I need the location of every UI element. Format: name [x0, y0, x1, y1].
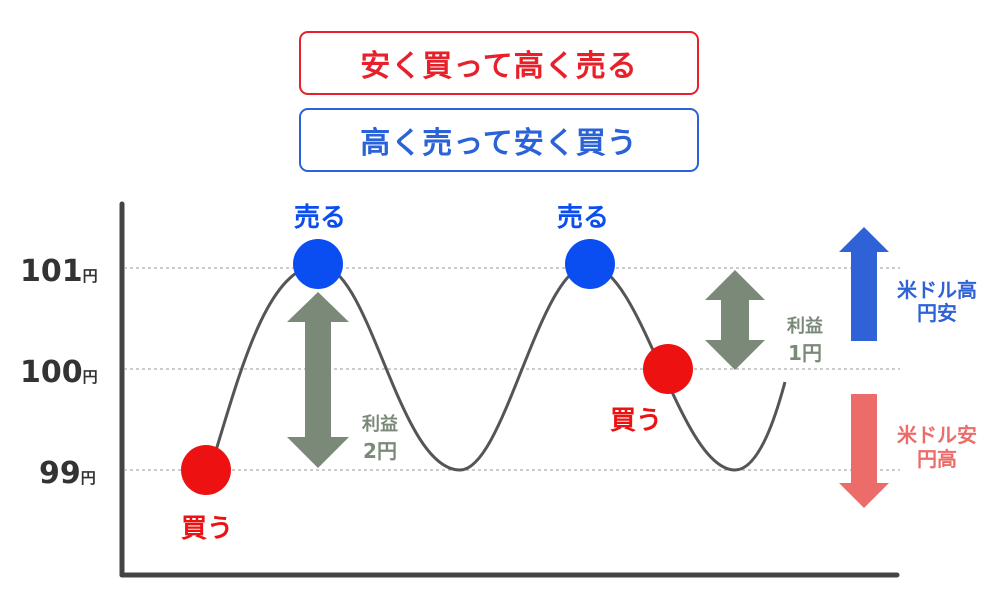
legend-up-line1: 米ドル高 [897, 278, 977, 302]
legend-down-line2: 円高 [917, 447, 957, 471]
legend-down-line1: 米ドル安 [897, 423, 977, 447]
profit-label-2yen-line2: 2円 [363, 439, 397, 463]
strategy-buy-low-sell-high-box: 安く買って高く売る [299, 31, 699, 95]
up-arrow-icon [839, 227, 889, 341]
strategy-sell-high-buy-low-text: 高く売って安く買う [360, 126, 638, 161]
y-tick-99: 99円 [39, 456, 96, 491]
y-tick-101: 101円 [20, 254, 98, 289]
buy-label-1: 買う [181, 514, 233, 544]
strategy-sell-high-buy-low-box: 高く売って安く買う [299, 108, 699, 172]
profit-label-1yen-line2: 1円 [788, 341, 822, 365]
buy-point-2 [643, 344, 693, 394]
buy-label-2: 買う [610, 406, 662, 436]
sell-point-2 [565, 239, 615, 289]
y-tick-100: 100円 [20, 355, 98, 390]
profit-label-2yen-line1: 利益 [362, 413, 398, 435]
profit-label-1yen-line1: 利益 [787, 315, 823, 337]
price-curve [208, 263, 787, 472]
profit-arrow-1yen [705, 270, 765, 370]
sell-label-1: 売る [294, 203, 346, 233]
down-arrow-icon [839, 394, 889, 508]
legend-up-line2: 円安 [917, 301, 957, 325]
sell-label-2: 売る [557, 203, 609, 233]
buy-point-1 [181, 445, 231, 495]
profit-arrow-2yen [287, 292, 349, 468]
sell-point-1 [293, 239, 343, 289]
strategy-buy-low-sell-high-text: 安く買って高く売る [360, 49, 638, 84]
